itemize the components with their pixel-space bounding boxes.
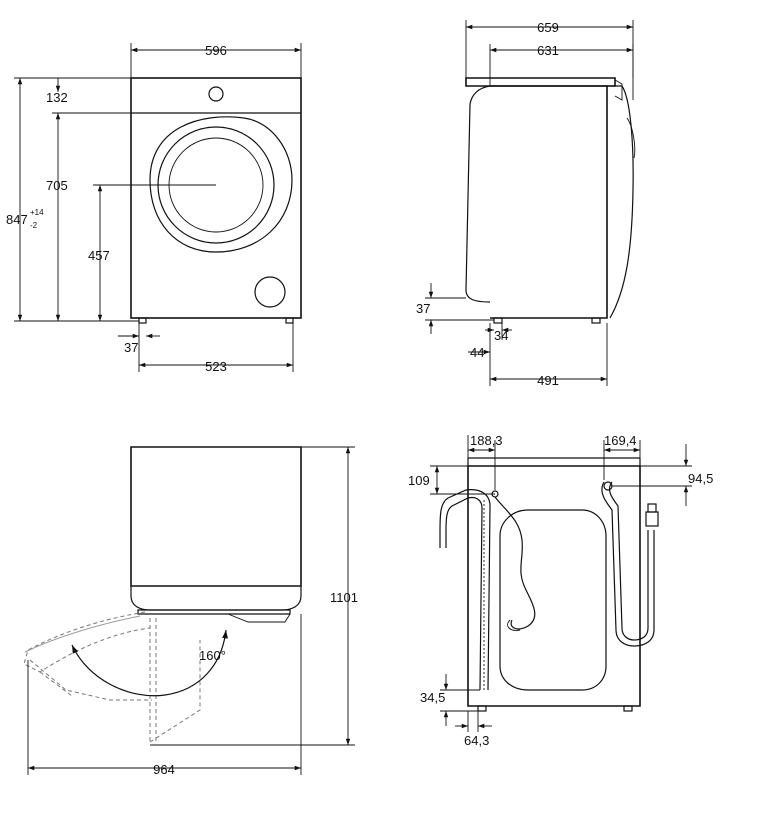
front-width-label: 596 xyxy=(205,43,227,58)
back-inlet-offset-label: 169,4 xyxy=(604,433,637,448)
back-drain-offset-label: 188,3 xyxy=(470,433,503,448)
side-body-depth-label: 631 xyxy=(537,43,559,58)
front-view: 596 132 705 847 +14 -2 457 37 523 xyxy=(6,43,302,374)
back-foot-offset-label: 64,3 xyxy=(464,733,489,748)
top-open-width-label: 964 xyxy=(153,762,175,777)
front-foot-offset-label: 37 xyxy=(124,340,138,355)
side-total-depth-label: 659 xyxy=(537,20,559,35)
front-door-lower-label: 457 xyxy=(88,248,110,263)
front-door-height-label: 705 xyxy=(46,178,68,193)
front-total-height-label: 847 xyxy=(6,212,28,227)
back-inlet-top-label: 94,5 xyxy=(688,471,713,486)
top-view: 1101 964 160° xyxy=(23,446,358,777)
back-drain-top-label: 109 xyxy=(408,473,430,488)
back-view: 188,3 169,4 109 94,5 34,5 64,3 xyxy=(408,433,713,748)
door-angle-label: 160° xyxy=(199,648,226,663)
side-view: 659 631 37 34 44 491 xyxy=(416,20,636,388)
back-foot-height-label: 34,5 xyxy=(420,690,445,705)
tolerance-minus-label: -2 xyxy=(30,221,38,230)
side-foot-height-label: 37 xyxy=(416,301,430,316)
top-open-depth-label: 1101 xyxy=(330,590,358,605)
tolerance-plus-label: +14 xyxy=(30,208,44,217)
side-foot-offset-label: 44 xyxy=(470,345,484,360)
side-foot-span-label: 491 xyxy=(537,373,559,388)
front-top-panel-label: 132 xyxy=(46,90,68,105)
side-foot-width-label: 34 xyxy=(494,328,508,343)
front-foot-span-label: 523 xyxy=(205,359,227,374)
